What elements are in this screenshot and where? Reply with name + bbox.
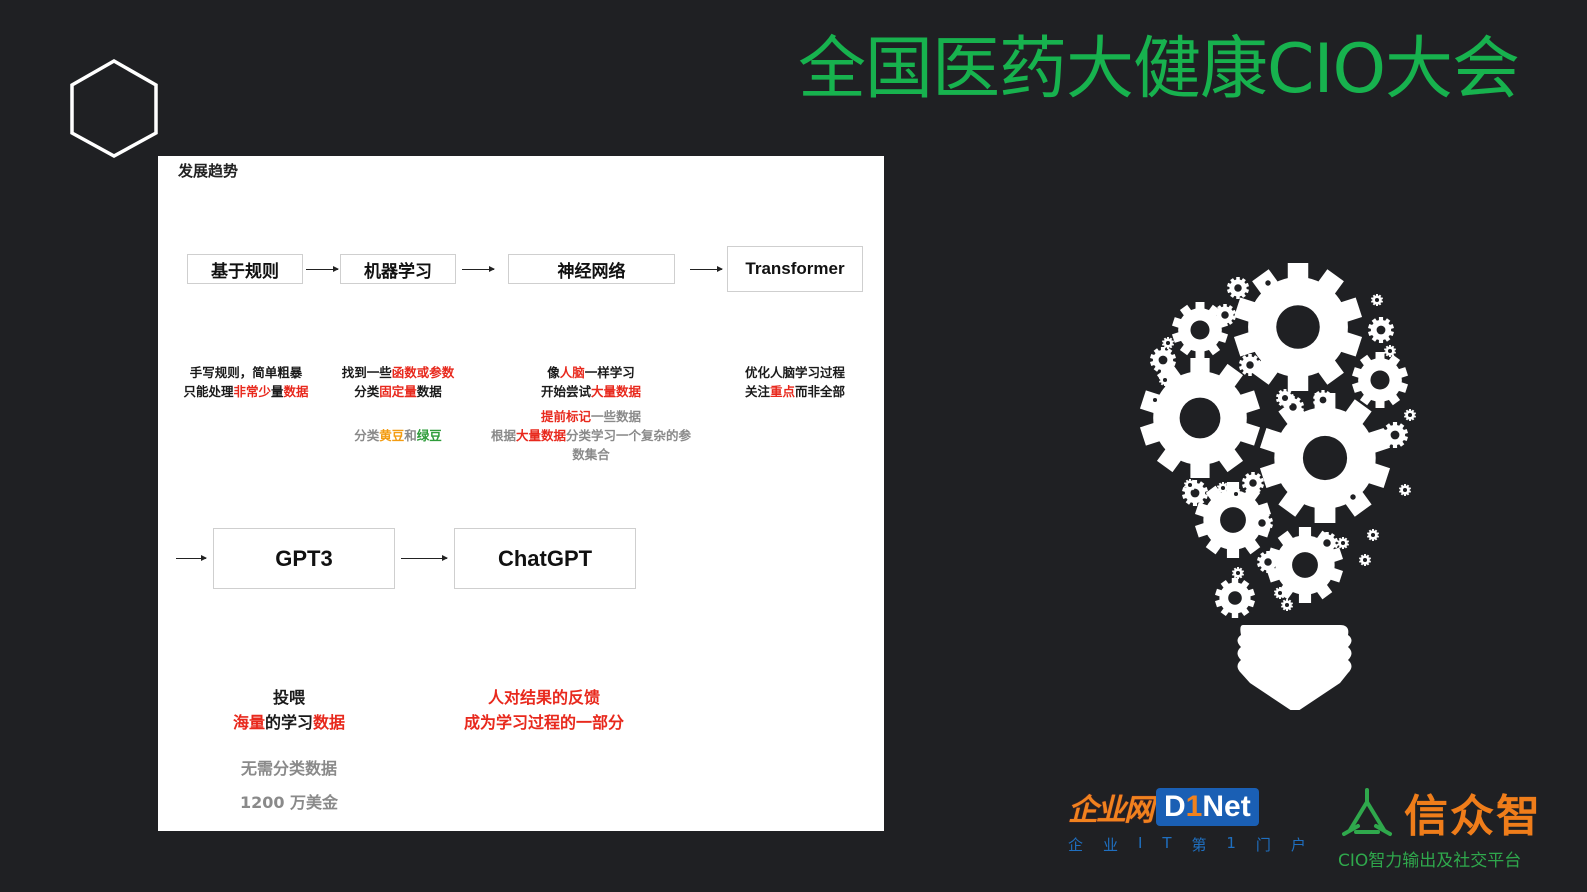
xinzhongzhi-tagline: CIO智力输出及社交平台 [1338,851,1522,871]
d1net-logo-en: D1Net [1156,788,1259,826]
arrow-icon [690,266,723,272]
arrow-icon [176,555,207,561]
desc-rule-based: 手写规则，简单粗暴 只能处理非常少量数据 [183,365,309,399]
hexagon-outline-icon [70,58,158,158]
d1net-logo-cn: 企业网 [1068,793,1154,828]
desc-gpt3: 投喂 海量的学习数据 [232,688,346,732]
desc-ml-example: 分类黄豆和绿豆 [354,428,442,443]
node-rule-based: 基于规则 [187,254,303,284]
node-neural-network: 神经网络 [508,254,675,284]
node-machine-learning: 机器学习 [340,254,456,284]
desc-nn-notes: 提前标记一些数据 根据大量数据分类学习一个复杂的参 数集合 [490,409,692,462]
desc-neural-network: 像人脑一样学习 开始尝试大量数据 [540,365,642,399]
xinzhongzhi-name: 信众智 [1404,791,1542,842]
node-chatgpt: ChatGPT [454,528,636,589]
xinzhongzhi-logo: 信众智 CIO智力输出及社交平台 [1338,780,1543,871]
arrow-icon [401,555,448,561]
desc-gpt3-note-unlabeled: 无需分类数据 [240,759,337,778]
development-trend-panel: 发展趋势 基于规则 机器学习 神经网络 Transformer 手写规则，简单粗… [158,156,884,831]
node-transformer: Transformer [727,246,863,292]
slide-title: 全国医药大健康CIO大会 [798,30,1520,109]
panel-heading: 发展趋势 [178,162,239,180]
gear-lightbulb-icon [1139,263,1417,710]
arrow-icon [462,266,495,272]
desc-transformer: 优化人脑学习过程 关注重点而非全部 [744,365,846,399]
desc-gpt3-note-cost: 1200 万美金 [239,793,339,812]
desc-chatgpt: 人对结果的反馈 成为学习过程的一部分 [463,688,624,732]
arrow-icon [306,266,339,272]
desc-machine-learning: 找到一些函数或参数 分类固定量数据 [341,365,455,399]
triangle-logo-icon [1342,788,1392,836]
node-gpt3: GPT3 [213,528,395,589]
